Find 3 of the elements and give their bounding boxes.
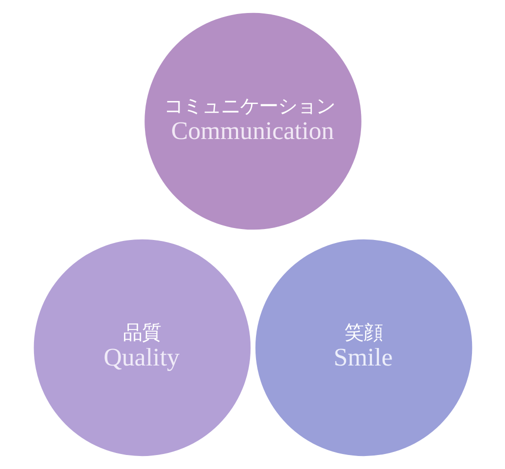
node-circle: 笑顔 Smile xyxy=(254,239,472,456)
node-circle: コミュニケーション Communication xyxy=(144,12,361,230)
node-circle: 品質 Quality xyxy=(33,239,250,456)
